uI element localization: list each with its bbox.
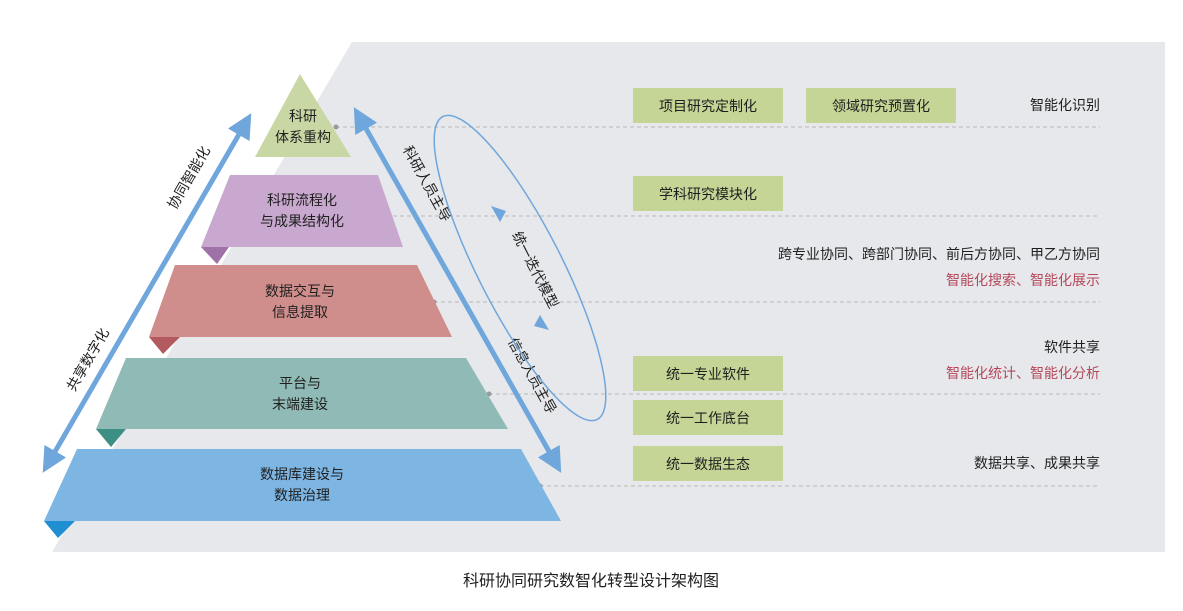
- tier-4-line1: 平台与: [279, 376, 321, 392]
- notes: 智能化识别 跨专业协同、跨部门协同、前后方协同、甲乙方协同 智能化搜索、智能化展…: [778, 98, 1100, 472]
- loop-ellipse: [433, 114, 607, 422]
- tier-4-shape: [96, 358, 508, 429]
- box-discipline-modular: [633, 176, 783, 211]
- tier-3-line2: 信息提取: [272, 304, 328, 321]
- loop-arrowhead: [491, 206, 506, 222]
- note-software-sharing: 软件共享: [1044, 339, 1100, 356]
- box-domain-preset: [806, 88, 956, 123]
- right-arrow-line: [353, 107, 562, 473]
- box-unified-platform: [633, 400, 783, 435]
- tier-5-line1: 数据库建设与: [260, 467, 344, 483]
- note-collaboration: 跨专业协同、跨部门协同、前后方协同、甲乙方协同: [778, 246, 1100, 263]
- note-intelligent-statistics-analysis: 智能化统计、智能化分析: [946, 366, 1100, 382]
- box-unified-software: [633, 356, 783, 391]
- tier-4-line2: 末端建设: [272, 397, 328, 413]
- figure-caption: 科研协同研究数智化转型设计架构图: [463, 571, 719, 590]
- box-discipline-modular-label: 学科研究模块化: [659, 187, 757, 203]
- tier-5-fold: [44, 521, 75, 538]
- box-project-customization: [633, 88, 783, 123]
- tier-1-line1: 科研: [289, 109, 317, 125]
- tier-1-line2: 体系重构: [275, 130, 331, 146]
- left-arrow-upper-label: 协同智能化: [165, 144, 214, 213]
- tier-3-line1: 数据交互与: [265, 283, 335, 300]
- loop-arrowhead: [534, 315, 549, 330]
- tier-5-shape: [44, 449, 561, 521]
- tier-5-line2: 数据治理: [274, 488, 330, 504]
- feature-boxes: 项目研究定制化 领域研究预置化 学科研究模块化 统一专业软件 统一工作底台 统一…: [633, 88, 956, 481]
- box-unified-data-ecosystem-label: 统一数据生态: [666, 457, 750, 473]
- tier-1-shape: [255, 74, 351, 157]
- divider-dot: [333, 124, 339, 130]
- box-unified-data-ecosystem: [633, 446, 783, 481]
- tier-2-line2: 与成果结构化: [260, 214, 344, 230]
- note-data-result-sharing: 数据共享、成果共享: [974, 455, 1100, 472]
- tier-2-shape: [201, 175, 403, 247]
- box-project-customization-label: 项目研究定制化: [659, 99, 757, 115]
- tier-3-shape: [149, 265, 452, 337]
- tier-2-line1: 科研流程化: [267, 193, 337, 209]
- note-intelligent-recognition: 智能化识别: [1030, 98, 1100, 114]
- note-intelligent-search-display: 智能化搜索、智能化展示: [946, 272, 1100, 289]
- box-domain-preset-label: 领域研究预置化: [832, 99, 930, 115]
- box-unified-platform-label: 统一工作底台: [666, 411, 750, 427]
- box-unified-software-label: 统一专业软件: [666, 367, 750, 383]
- left-arrow-line: [42, 113, 252, 473]
